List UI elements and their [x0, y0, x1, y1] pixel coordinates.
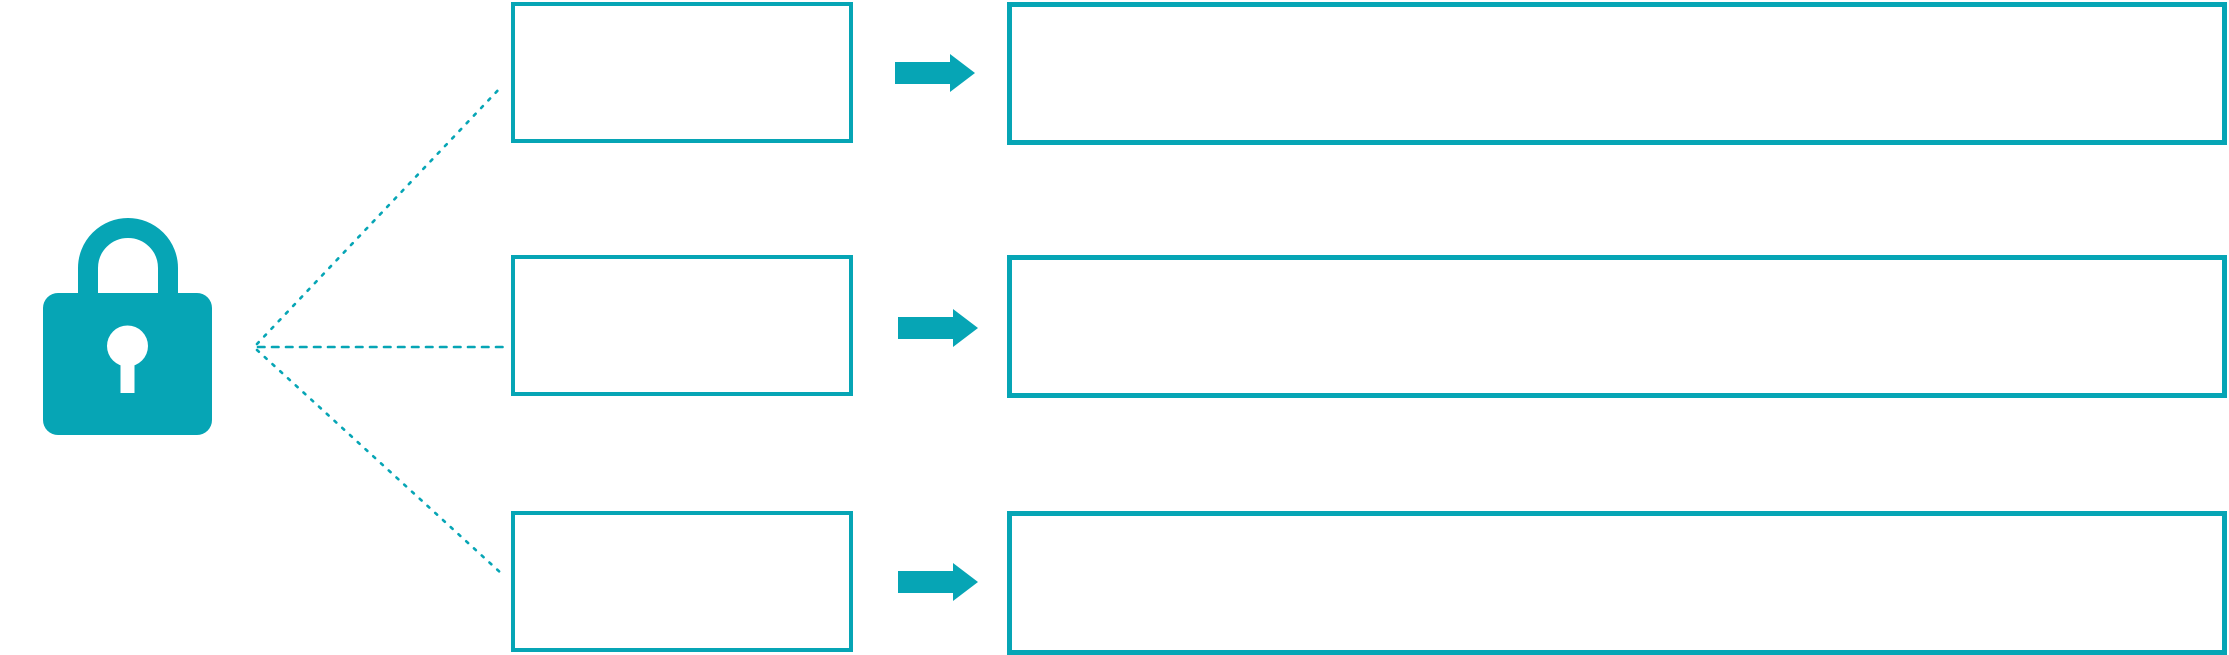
lock-shackle [78, 218, 178, 296]
topic-box-3 [511, 511, 853, 652]
right-arrow-icon-3 [898, 563, 978, 601]
detail-box-2 [1007, 255, 2227, 398]
right-arrow-icon-2 [898, 309, 978, 347]
connector-line-3 [255, 348, 504, 576]
detail-box-3 [1007, 511, 2227, 655]
connector-line-1 [255, 84, 504, 346]
lock-keyhole-circle [107, 325, 148, 367]
right-arrow-icon-1 [895, 54, 975, 92]
lock-icon [43, 218, 212, 435]
topic-box-1 [511, 2, 853, 143]
lock-keyhole-stem [120, 350, 135, 393]
detail-box-1 [1007, 2, 2227, 145]
topic-box-2 [511, 255, 853, 396]
